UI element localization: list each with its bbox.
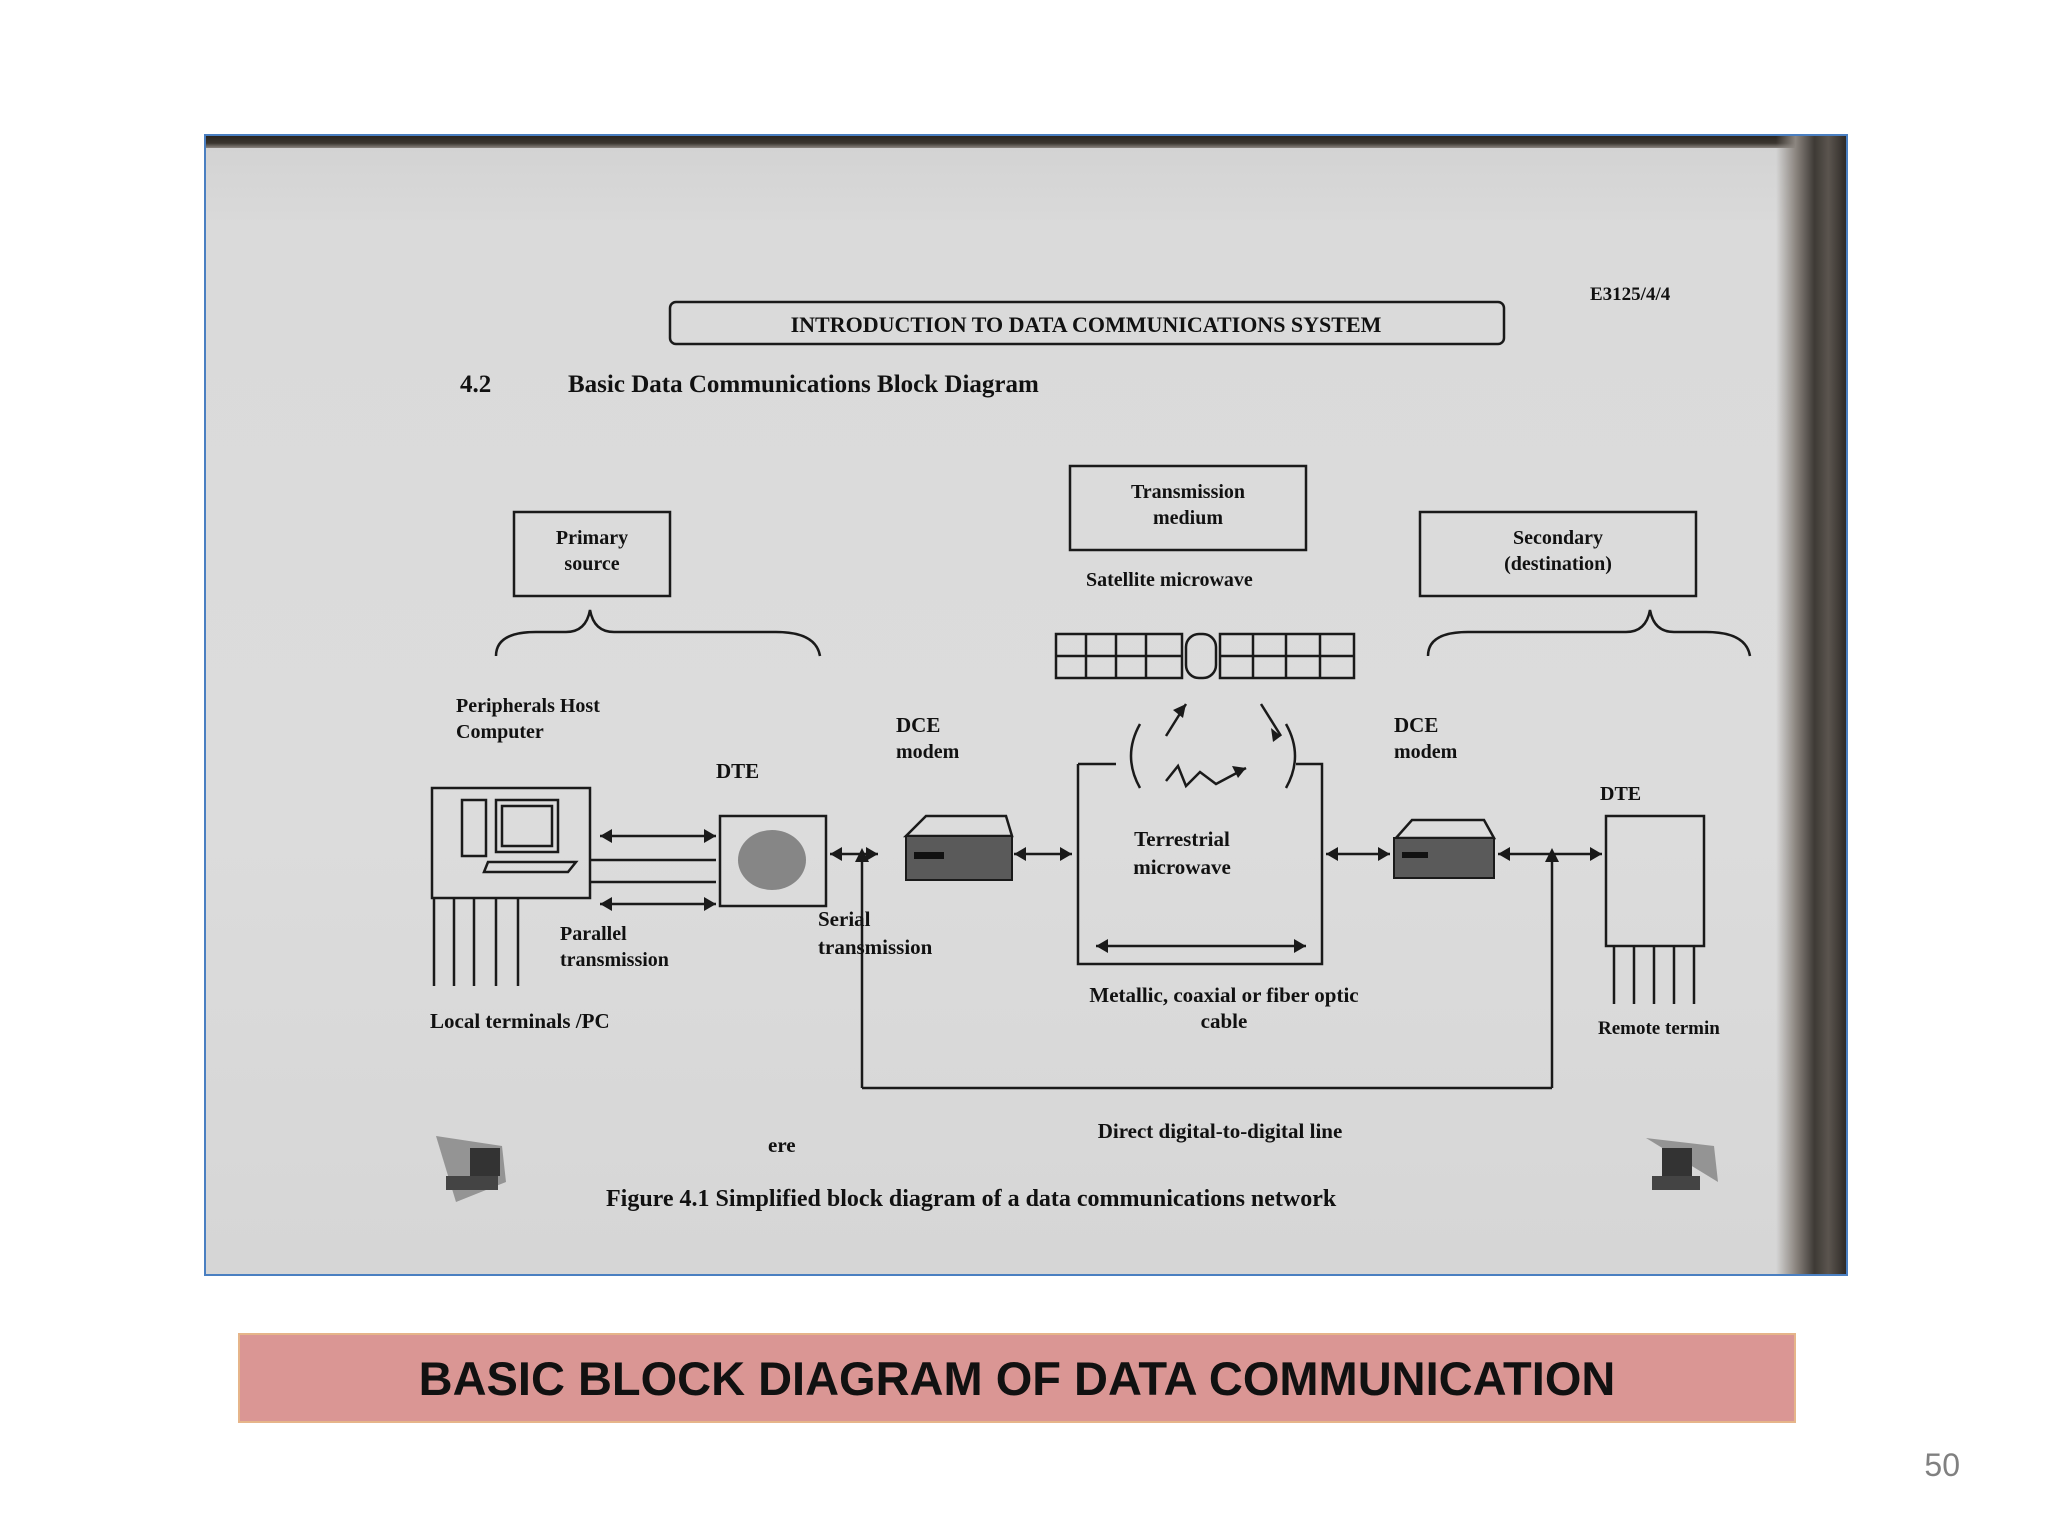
local-terminal-pc-icon: [436, 1136, 506, 1202]
header-box: [668, 300, 1506, 346]
right-brace: [1426, 609, 1752, 657]
secondary-box: [1418, 510, 1698, 598]
serial-line1: Serial: [818, 907, 871, 931]
terrestrial-box: [1076, 762, 1324, 966]
cable-line2: cable: [1201, 1009, 1248, 1033]
downlink-arrow: [1259, 703, 1283, 737]
terrestrial-zigzag: [1165, 763, 1247, 789]
host-computer-box: [430, 786, 592, 900]
slide-caption-text: BASIC BLOCK DIAGRAM OF DATA COMMUNICATIO…: [418, 1351, 1616, 1405]
arrowheads: [600, 704, 1602, 953]
dte-left-box: [718, 814, 828, 908]
remote-terminal-pc-icon: [1646, 1138, 1718, 1190]
transmission-medium-line2: medium: [1153, 507, 1223, 529]
primary-source-line1: Primary: [556, 527, 628, 549]
satellite-grid-left: [1054, 632, 1184, 680]
slide-caption-bar: BASIC BLOCK DIAGRAM OF DATA COMMUNICATIO…: [238, 1333, 1796, 1423]
figure-caption: Figure 4.1 Simplified block diagram of a…: [606, 1186, 1337, 1212]
local-terminals-label: Local terminals /PC: [430, 1009, 610, 1033]
terrestrial-line1: Terrestrial: [1134, 827, 1230, 851]
section-title: Basic Data Communications Block Diagram: [568, 371, 1039, 398]
section-number: 4.2: [460, 371, 491, 398]
dte-right-box: [1604, 814, 1706, 948]
doc-code: E3125/4/4: [1590, 284, 1671, 305]
satellite-grid-right: [1218, 632, 1356, 680]
primary-source-line2: source: [564, 553, 619, 575]
peripherals-line1: Peripherals Host: [456, 695, 600, 717]
page-number: 50: [1924, 1447, 1960, 1483]
dte-right-label: DTE: [1600, 783, 1641, 805]
peripherals-line2: Computer: [456, 721, 544, 743]
dce-left-modem: [905, 835, 1013, 881]
stray-text: ere: [768, 1133, 796, 1157]
cable-line1: Metallic, coaxial or fiber optic: [1089, 983, 1358, 1007]
block-diagram: E3125/4/4 INTRODUCTION TO DATA COMMUNICA…: [430, 284, 1752, 1212]
parallel-line1: Parallel: [560, 923, 627, 945]
dce-right-line1: DCE: [1394, 713, 1438, 737]
dce-right-modem-top: [1393, 818, 1497, 840]
direct-line-label: Direct digital-to-digital line: [1098, 1119, 1343, 1143]
satellite-label: Satellite microwave: [1086, 569, 1253, 591]
dce-left-modem-top: [902, 814, 1014, 838]
transmission-medium-line1: Transmission: [1131, 481, 1245, 503]
dte-left-label: DTE: [716, 759, 759, 783]
terrestrial-line2: microwave: [1133, 855, 1231, 879]
left-paren-curve: [1129, 723, 1142, 789]
scanned-diagram-photo: E3125/4/4 INTRODUCTION TO DATA COMMUNICA…: [204, 134, 1848, 1276]
transmission-medium-box: [1068, 464, 1308, 552]
right-paren-curve: [1284, 723, 1297, 789]
dce-right-modem: [1393, 837, 1495, 879]
satellite-body-icon: [1184, 632, 1218, 680]
dce-right-line2: modem: [1394, 741, 1458, 763]
dce-left-line1: DCE: [896, 713, 940, 737]
left-brace: [494, 609, 822, 657]
primary-source-box: [512, 510, 672, 598]
page-top-edge: [206, 136, 1846, 148]
book-spine-shadow: [1776, 136, 1846, 1274]
serial-line2: transmission: [818, 935, 933, 959]
remote-terminals-label: Remote termin: [1598, 1018, 1720, 1039]
parallel-line2: transmission: [560, 949, 669, 971]
header-title: INTRODUCTION TO DATA COMMUNICATIONS SYST…: [791, 312, 1382, 337]
dce-left-line2: modem: [896, 741, 960, 763]
secondary-line1: Secondary: [1513, 527, 1603, 549]
secondary-line2: (destination): [1504, 553, 1612, 575]
dte-left-texture: [738, 830, 806, 890]
